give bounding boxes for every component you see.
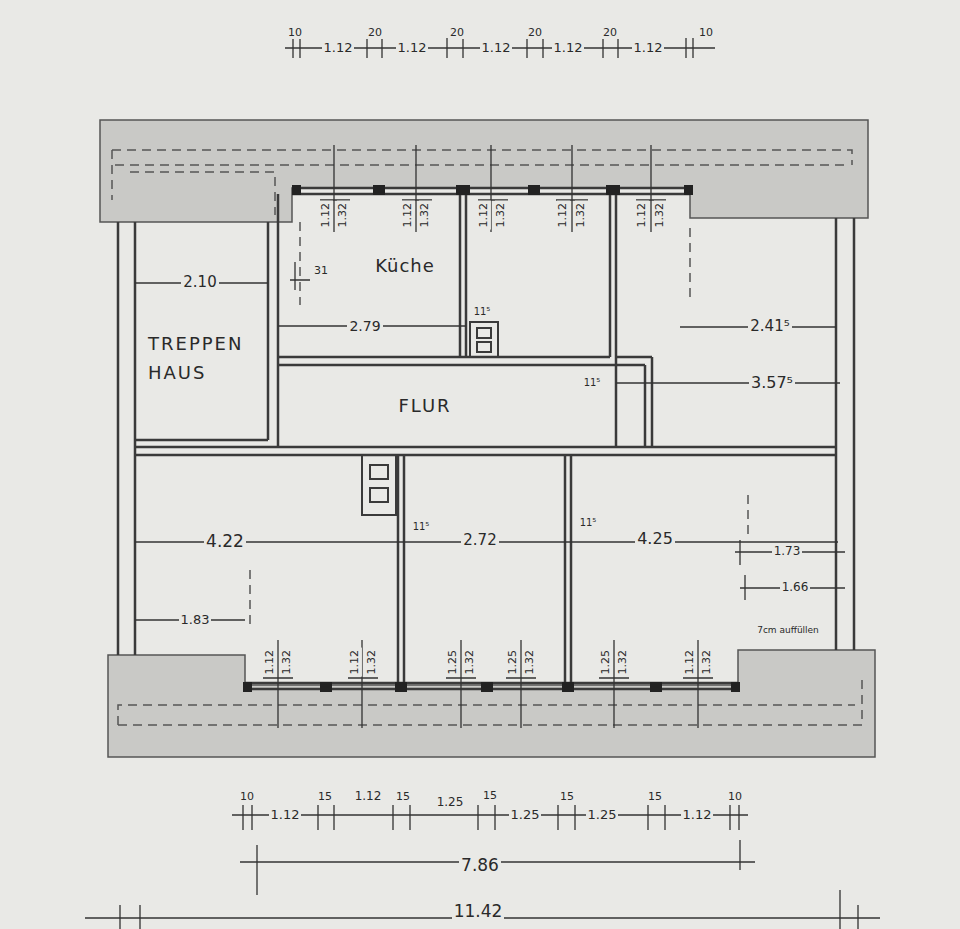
dimension-label: 1.25	[447, 648, 460, 677]
dimension-label: 15	[646, 791, 664, 804]
dimension-label: 7cm auffüllen	[755, 625, 821, 635]
dimension-label: 11⁵	[472, 306, 493, 318]
dimension-label: 1.32	[464, 648, 477, 677]
dimension-label: 1.25	[600, 648, 613, 677]
room-name: Küche	[360, 252, 450, 281]
dimension-label: 1.32	[419, 201, 432, 230]
dimension-label: 1.73	[772, 545, 803, 559]
dimension-label: 1.12	[632, 41, 665, 56]
dimension-label: 20	[366, 27, 384, 40]
dimension-label: 15	[481, 790, 499, 803]
dimension-label: 1.25	[509, 808, 542, 823]
dimension-label: 1.12	[349, 648, 362, 677]
dimension-label: 1.12	[478, 201, 491, 230]
dimension-label: 3.57⁵	[749, 374, 795, 392]
dimension-label: 2.79	[347, 318, 382, 334]
dimension-label: 11⁵	[411, 521, 432, 533]
dimension-label: 1.32	[575, 201, 588, 230]
dimension-label: 1.12	[264, 648, 277, 677]
dimension-label: 2.72	[461, 532, 498, 549]
dimension-label: 1.12	[636, 201, 649, 230]
dimension-label: 11.42	[452, 902, 505, 922]
room-area: Küche	[360, 252, 450, 281]
dimension-label: 1.12	[269, 808, 302, 823]
dimension-label: 11⁵	[582, 377, 603, 389]
dimension-label: 1.66	[780, 581, 811, 595]
dimension-label: 1.32	[701, 648, 714, 677]
dimension-label: 1.32	[495, 201, 508, 230]
dimension-label: 15	[316, 791, 334, 804]
dimension-label: 20	[448, 27, 466, 40]
dimension-label: 1.12	[402, 201, 415, 230]
dimension-label: 2.10	[181, 274, 218, 291]
dimension-label: 1.32	[366, 648, 379, 677]
dimension-label: 1.32	[337, 201, 350, 230]
dimension-label: 1.12	[353, 790, 384, 804]
room-area: FLUR	[380, 392, 470, 421]
dimension-label: 7.86	[459, 856, 501, 876]
dimension-label: 1.32	[524, 648, 537, 677]
room-name: TREPPEN HAUS	[148, 330, 263, 388]
dimension-label: 1.32	[617, 648, 630, 677]
dimension-label: 1.83	[179, 613, 212, 628]
dimension-label: 1.25	[507, 648, 520, 677]
dimension-label: 10	[286, 27, 304, 40]
room-name: FLUR	[380, 392, 470, 421]
dimension-label: 1.12	[322, 41, 355, 56]
dimension-label: 2.41⁵	[748, 318, 791, 335]
dimension-label: 1.12	[684, 648, 697, 677]
room-area: TREPPEN HAUS	[148, 330, 263, 388]
dimension-label: 10	[238, 791, 256, 804]
dimension-label: 1.25	[435, 796, 466, 810]
dimension-label: 1.32	[281, 648, 294, 677]
dimension-label: 20	[526, 27, 544, 40]
dimension-label: 4.22	[204, 532, 246, 552]
dimension-label: 1.12	[557, 201, 570, 230]
dimension-label: 20	[601, 27, 619, 40]
dimension-label: 1.12	[552, 41, 585, 56]
dimension-label: 10	[726, 791, 744, 804]
dimension-label: 15	[558, 791, 576, 804]
dimension-label: 11⁵	[578, 517, 599, 529]
dimension-label: 10	[697, 27, 715, 40]
dimension-label: 4.25	[635, 530, 675, 548]
dimension-label: 1.12	[396, 41, 429, 56]
dimension-label: 1.25	[586, 808, 619, 823]
dimension-label: 1.32	[654, 201, 667, 230]
dimension-label: 1.12	[480, 41, 513, 56]
dimension-label: 31	[312, 265, 330, 278]
dimension-label: 1.12	[681, 808, 714, 823]
dimension-label: 15	[394, 791, 412, 804]
dimension-label: 1.12	[320, 201, 333, 230]
